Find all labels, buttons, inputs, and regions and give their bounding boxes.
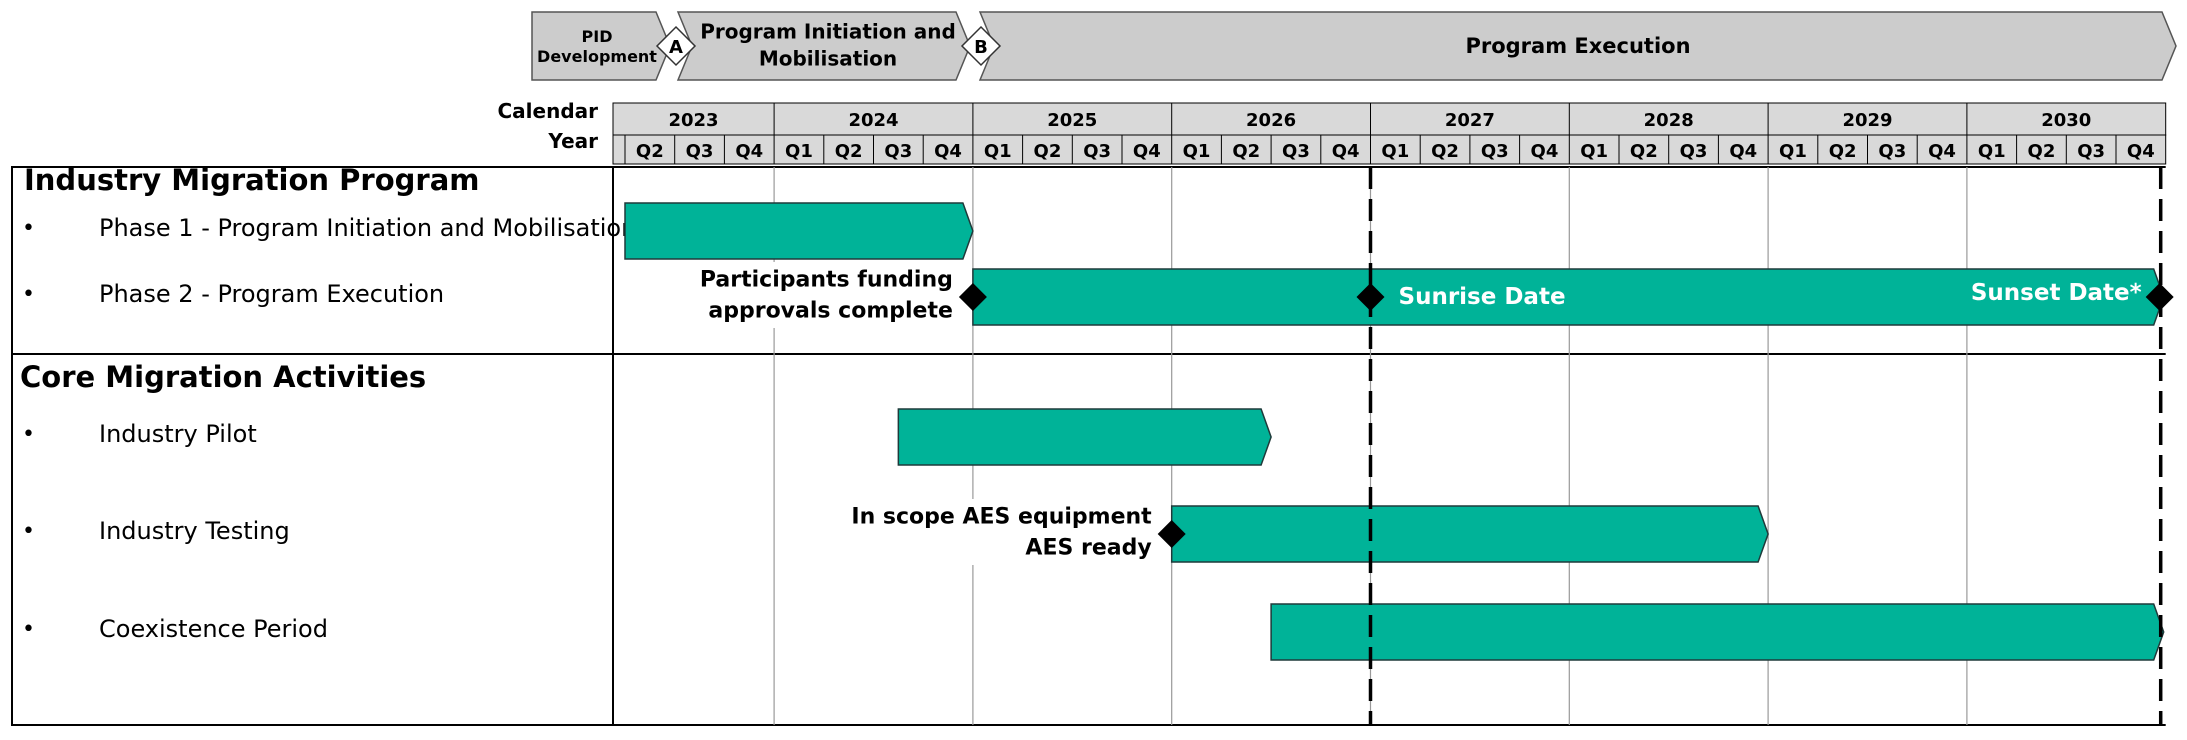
label-column-frame: [11, 166, 614, 726]
milestone-label-background: [906, 499, 1157, 565]
quarter-label: Q4: [1928, 141, 1956, 162]
quarter-label: Q2: [835, 141, 863, 162]
gantt-bar: [972, 268, 2165, 326]
quarter-label: Q3: [1680, 141, 1708, 162]
quarter-label: Q3: [884, 141, 912, 162]
milestone-diamond: [2145, 283, 2174, 311]
year-label-2026: 2026: [1246, 110, 1296, 131]
gate-diamond-b: [960, 25, 1002, 67]
quarter-label: Q3: [1878, 141, 1906, 162]
gate-label-b: B: [974, 37, 988, 58]
quarter-label: Q4: [1133, 141, 1161, 162]
row-bullet: •: [22, 617, 35, 642]
quarter-label: Q3: [1282, 141, 1310, 162]
year-label-2023: 2023: [668, 110, 718, 131]
milestone-label: Sunrise Date: [1399, 284, 1566, 310]
quarter-label: Q2: [1829, 141, 1857, 162]
quarter-label: Q1: [785, 141, 813, 162]
gantt-bar: [624, 202, 974, 260]
quarter-label: Q2: [1431, 141, 1459, 162]
quarter-label: Q2: [1232, 141, 1260, 162]
row-label: Phase 1 - Program Initiation and Mobilis…: [99, 214, 636, 242]
year-label-2030: 2030: [2041, 110, 2091, 131]
banner-pid-development: [531, 11, 671, 81]
section-title: Industry Migration Program: [24, 163, 480, 197]
banner-label-execution: Program Execution: [1465, 34, 1690, 58]
year-label-2027: 2027: [1445, 110, 1495, 131]
row-bullet: •: [22, 422, 35, 447]
gate-label-a: A: [669, 37, 683, 58]
quarter-label: Q2: [2028, 141, 2056, 162]
quarter-label: Q2: [636, 141, 664, 162]
quarter-label: Q4: [2127, 141, 2155, 162]
quarter-label: Q1: [1381, 141, 1409, 162]
gantt-bar: [1270, 603, 2165, 661]
milestone-diamond: [1157, 520, 1186, 548]
row-bullet: •: [22, 216, 35, 241]
row-bullet: •: [22, 282, 35, 307]
quarter-label: Q1: [1779, 141, 1807, 162]
year-label-2025: 2025: [1047, 110, 1097, 131]
section-title: Core Migration Activities: [20, 360, 426, 394]
row-label: Coexistence Period: [99, 615, 328, 643]
row-label: Phase 2 - Program Execution: [99, 280, 444, 308]
milestone-label-background: [707, 262, 958, 328]
quarter-label: Q1: [1978, 141, 2006, 162]
quarter-label: Q2: [1034, 141, 1062, 162]
quarter-label: Q1: [984, 141, 1012, 162]
gate-diamond-a: [655, 25, 697, 67]
quarter-label: Q1: [1580, 141, 1608, 162]
year-label-2024: 2024: [848, 110, 898, 131]
quarter-label: Q3: [1083, 141, 1111, 162]
year-header-row: [612, 102, 2167, 136]
milestone-diamond: [1356, 283, 1385, 311]
quarter-label: Q1: [1183, 141, 1211, 162]
row-bullet: •: [22, 519, 35, 544]
quarter-label: Q3: [1481, 141, 1509, 162]
year-label-2029: 2029: [1842, 110, 1892, 131]
row-label: Industry Pilot: [99, 420, 257, 448]
milestone-label: Sunset Date*: [1971, 280, 2142, 306]
quarter-label: Q3: [2077, 141, 2105, 162]
quarter-label: Q4: [934, 141, 962, 162]
gantt-bar: [1170, 505, 1769, 563]
milestone-diamond: [958, 283, 987, 311]
quarter-label: Q4: [735, 141, 763, 162]
year-label-2028: 2028: [1644, 110, 1694, 131]
quarter-label: Q3: [686, 141, 714, 162]
quarter-label: Q2: [1630, 141, 1658, 162]
quarter-label: Q4: [1332, 141, 1360, 162]
quarter-label: Q4: [1729, 141, 1757, 162]
row-label: Industry Testing: [99, 517, 290, 545]
gantt-bar: [897, 408, 1272, 466]
quarter-label: Q4: [1531, 141, 1559, 162]
